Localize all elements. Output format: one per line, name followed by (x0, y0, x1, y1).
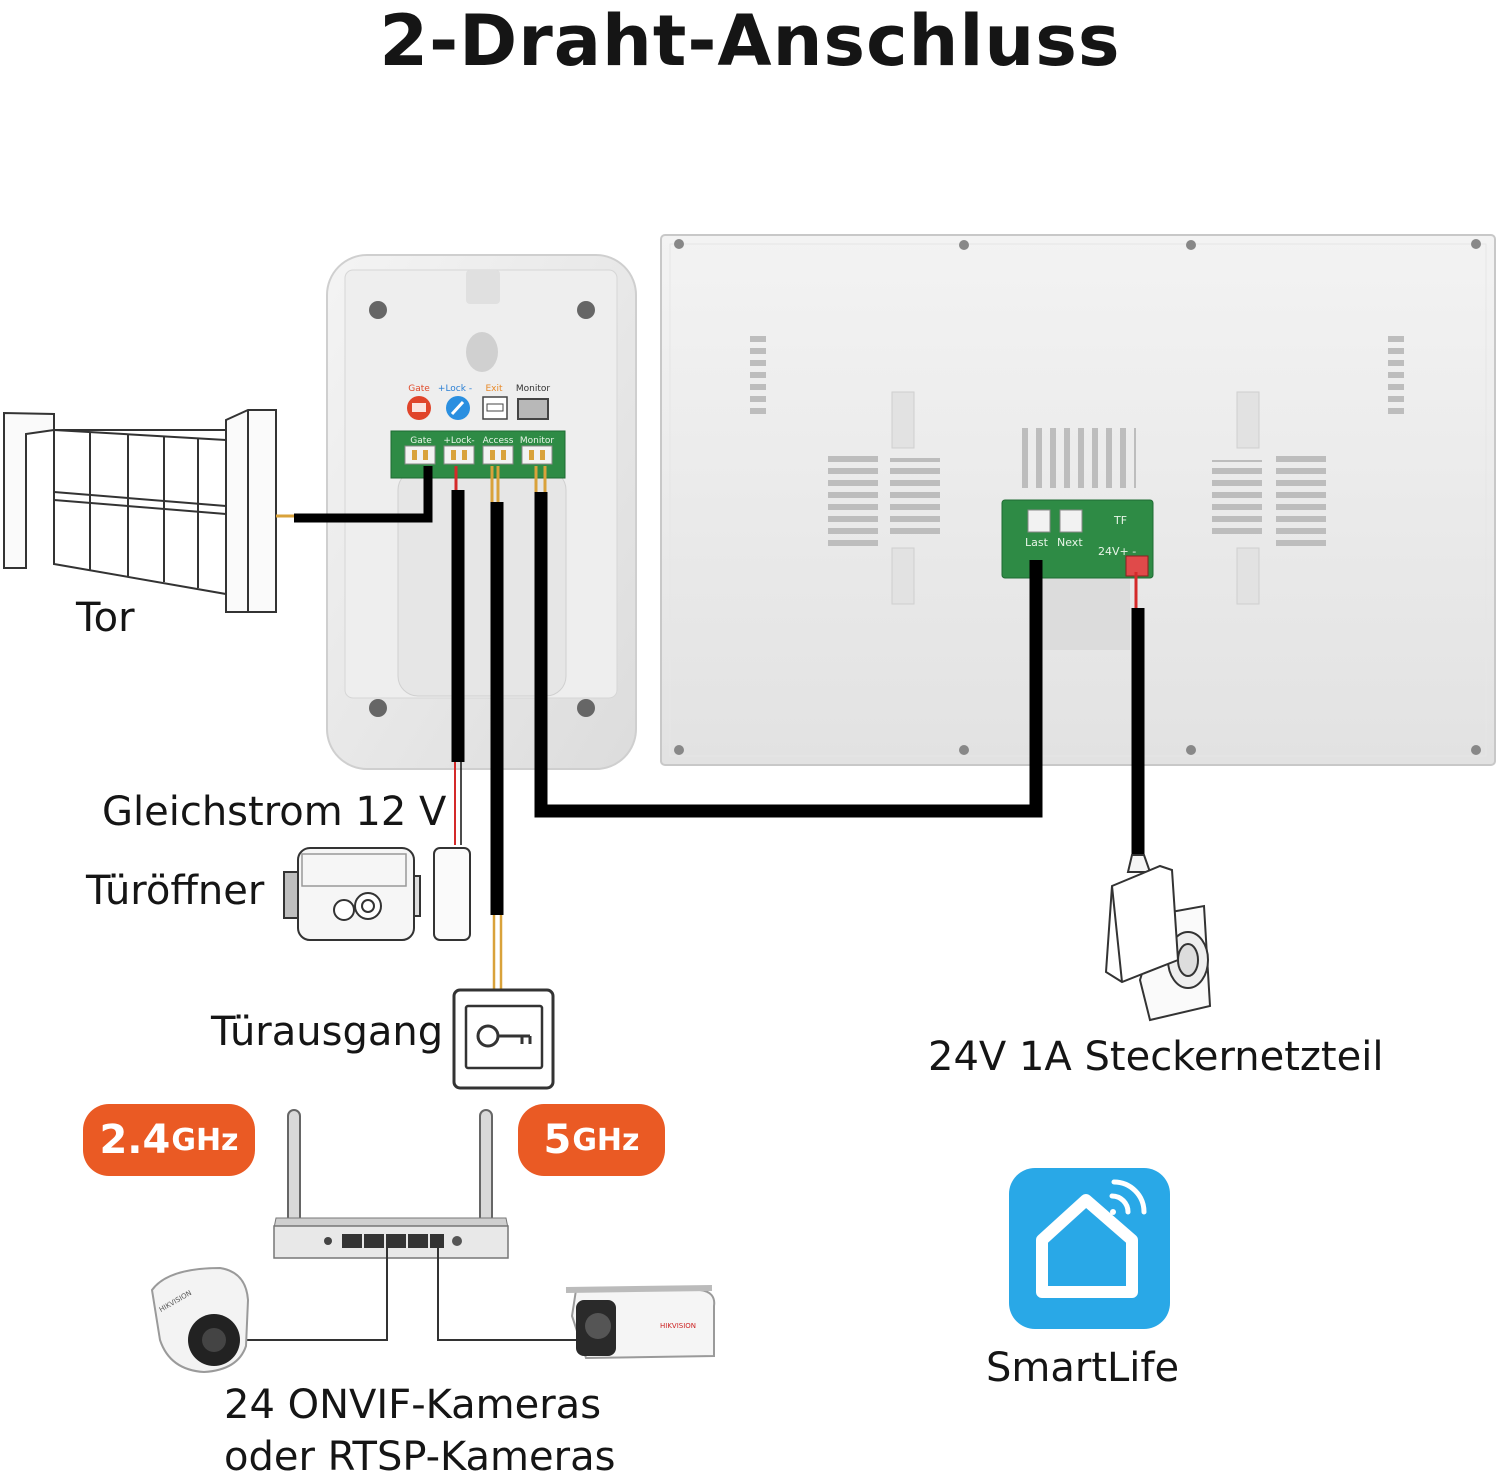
icon-label-monitor: Monitor (516, 384, 551, 394)
gate-illustration (3, 409, 277, 613)
board-label-last: Last (1025, 536, 1049, 549)
monitor-terminal-board: Last Next TF 24V+ - (1001, 499, 1154, 579)
router-illustration (246, 1109, 578, 1341)
label-power-adapter: 24V 1A Steckernetzteil (928, 1034, 1384, 1080)
icon-label-gate: Gate (408, 384, 430, 394)
terminal-label-access: Access (483, 436, 514, 446)
camera-brand-bullet: HIKVISION (660, 1322, 696, 1330)
label-door-opener: Türöffner (86, 868, 265, 914)
wires (276, 466, 1145, 990)
label-cameras-line2: oder RTSP-Kameras (224, 1434, 616, 1480)
label-dc-12v: Gleichstrom 12 V (102, 789, 447, 835)
monitor-icon (517, 398, 549, 420)
terminal-label-gate: Gate (410, 436, 432, 446)
outdoor-unit-backplate (326, 254, 637, 770)
dome-camera-illustration: HIKVISION (150, 1266, 250, 1374)
badge-2-4ghz-number: 2.4 (99, 1117, 171, 1163)
smartlife-app-icon (1009, 1168, 1170, 1329)
terminal-label-monitor: Monitor (520, 436, 555, 446)
icon-label-exit: Exit (485, 384, 503, 394)
label-gate: Tor (76, 595, 135, 641)
board-label-next: Next (1057, 536, 1083, 549)
outdoor-terminal-board: Gate +Lock- Access Monitor (390, 430, 566, 479)
exit-button-icon (482, 396, 508, 420)
power-adapter-illustration (1104, 854, 1212, 1022)
door-opener-illustration (283, 847, 471, 941)
badge-2-4ghz-unit: GHz (171, 1122, 239, 1158)
door-exit-button-illustration (452, 988, 555, 1090)
label-door-exit: Türausgang (211, 1009, 444, 1055)
badge-5ghz-unit: GHz (572, 1122, 640, 1158)
label-smartlife: SmartLife (986, 1345, 1180, 1391)
outdoor-unit-icons (407, 396, 549, 420)
outdoor-unit-icon-labels: Gate +Lock - Exit Monitor (408, 384, 550, 394)
icon-label-lock: +Lock - (438, 384, 472, 394)
board-label-24v: 24V+ - (1098, 545, 1136, 558)
board-label-tf: TF (1113, 514, 1127, 527)
bullet-camera-illustration: HIKVISION (565, 1285, 716, 1360)
page-title: 2-Draht-Anschluss (379, 0, 1121, 82)
terminal-label-lock: +Lock- (443, 436, 474, 446)
label-cameras-line1: 24 ONVIF-Kameras (224, 1382, 602, 1428)
badge-5ghz-number: 5 (543, 1117, 572, 1163)
